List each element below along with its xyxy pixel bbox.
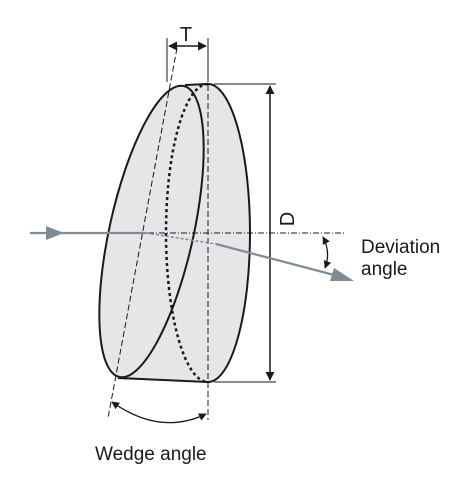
dimensions: [111, 41, 332, 424]
deviation-angle-arc: [322, 236, 332, 269]
hidden-back-edge: [164, 82, 209, 384]
deviation-angle-label-line2: angle: [361, 259, 408, 280]
prism-top-edge: [184, 83, 209, 86]
ray-inside-prism: [145, 232, 217, 245]
prism-bottom-edge: [117, 377, 209, 383]
prism-body: [98, 82, 251, 384]
thickness-label: T: [180, 24, 192, 46]
incoming-ray-arrowhead: [46, 226, 64, 240]
light-ray: [30, 226, 354, 281]
deviated-ray-arrowhead: [330, 268, 354, 281]
deviated-ray: [215, 242, 339, 278]
wedge-angle-arc: [111, 401, 207, 424]
construction-lines: [107, 38, 345, 420]
diameter-label: D: [277, 212, 299, 226]
wedge-angle-label: Wedge angle: [95, 444, 207, 465]
deviation-angle-label-line1: Deviation: [361, 237, 440, 258]
